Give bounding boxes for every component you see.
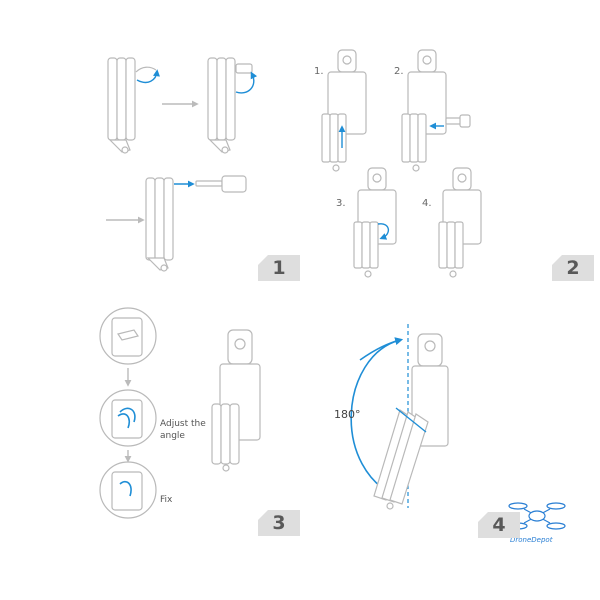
caption-adjust-line-1: Adjust the <box>160 419 206 429</box>
step-2-illustration <box>321 49 482 278</box>
step-4-panel: 180° DroneDepot 4 <box>300 300 600 600</box>
rotation-angle-label: 180° <box>334 408 361 421</box>
pocket-camera-1 <box>321 49 367 172</box>
step-1-panel: 1 <box>0 0 300 300</box>
pocket-camera-2 <box>401 49 471 172</box>
step-2-badge: 2 <box>552 255 594 281</box>
detail-fix <box>99 461 157 519</box>
step-2-label-2: 2. <box>394 66 404 77</box>
step-2-panel: 1. 2. 3. 4. 2 <box>300 0 600 300</box>
step-3-badge: 3 <box>258 510 300 536</box>
caption-fix: Fix <box>160 495 173 505</box>
step-2-label-3: 3. <box>336 198 346 209</box>
step-3-illustration <box>99 307 261 519</box>
extension-arm-rotated <box>373 409 429 510</box>
pocket-camera-assembled <box>211 329 261 472</box>
caption-adjust-angle: Adjust the angle <box>160 418 206 442</box>
extension-arm-unfolded <box>107 57 136 154</box>
detail-lock-closed <box>99 307 157 365</box>
step-2-label-1: 1. <box>314 66 324 77</box>
caption-adjust-line-2: angle <box>160 431 185 441</box>
brand-logo-text: DroneDepot <box>510 536 553 544</box>
step-4-badge: 4 <box>478 512 520 538</box>
step-1-illustration <box>106 57 258 272</box>
step-4-illustration <box>350 324 566 530</box>
extension-arm-assembled <box>145 175 247 272</box>
step-2-label-4: 4. <box>422 198 432 209</box>
step-1-badge: 1 <box>258 255 300 281</box>
step-3-panel: Adjust the angle Fix 3 <box>0 300 300 600</box>
pocket-camera-3 <box>353 167 397 278</box>
extension-arm-opened <box>207 57 253 154</box>
pocket-camera-4 <box>438 167 482 278</box>
